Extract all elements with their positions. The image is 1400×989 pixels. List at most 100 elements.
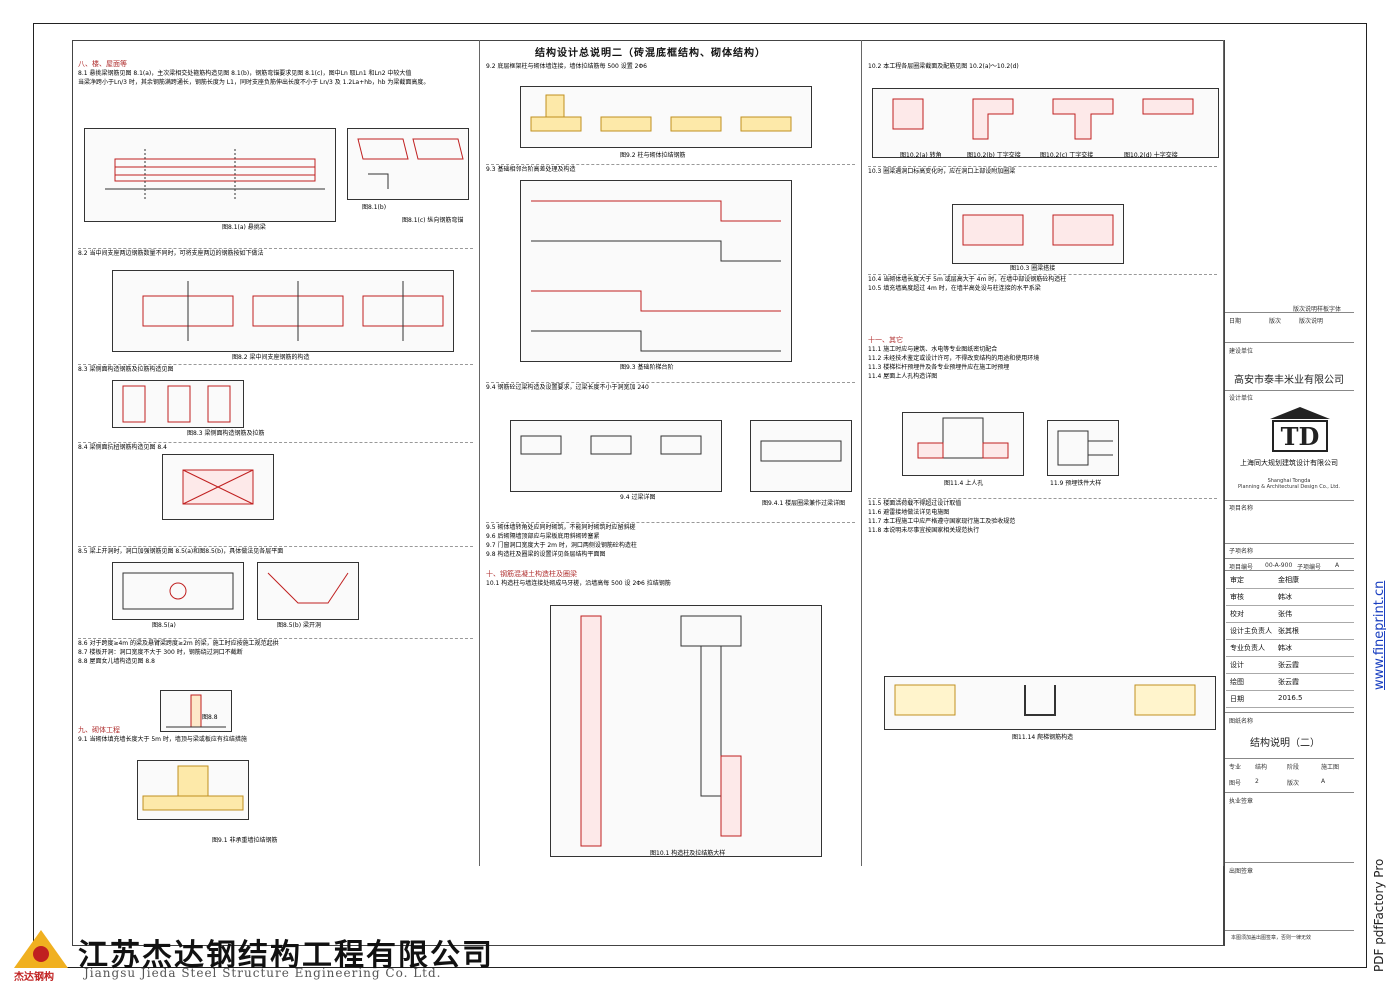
discipline: 结构 <box>1255 764 1268 771</box>
sheet-no: 2 <box>1255 778 1259 785</box>
subproject-label: 子项名称 <box>1229 548 1254 555</box>
figure-8-4 <box>162 454 274 520</box>
design-unit: 上海同大规划建筑设计有限公司 <box>1240 459 1338 467</box>
discipline-label: 专业 <box>1229 764 1242 771</box>
figure-8-1a <box>84 128 336 222</box>
clause-8-1b: 当梁净跨小于Ln/3 时，其余钢筋满跨通长，钢筋长度为 L1，同时支座负筋伸出长… <box>78 79 430 86</box>
sheet-no-label: 图号 <box>1229 780 1242 787</box>
figure-10-2 <box>872 88 1219 158</box>
design-firm-logo: TD <box>1270 407 1330 452</box>
clause-9-7: 9.7 门窗洞口宽度大于 2m 时，洞口两侧设钢筋砼构造柱 <box>486 542 637 549</box>
drawing-name: 结构说明（二） <box>1250 738 1320 749</box>
caption-10-2c: 图10.2(c) 丁字交接 <box>1040 152 1094 159</box>
section-8: 八、楼、屋面等 8.1 悬挑梁钢筋见图 8.1(a)，主次梁相交处箍筋构造见图 … <box>78 60 473 87</box>
nonbearing-wall-tie-drawing <box>142 765 244 811</box>
clause-9-5: 9.5 砌体墙转角处应同时砌筑，不能同时砌筑时应留斜槎 <box>486 524 636 531</box>
clause-9-3: 9.3 基础相邻台阶高差处理及构造 <box>486 166 576 173</box>
section-10-4to5: 10.4 当砌体墙长度大于 5m 或层高大于 4m 时，在墙中部设钢筋砼构造柱 … <box>868 274 1217 293</box>
stamp-label: 执业签章 <box>1229 798 1254 805</box>
caption-9-2: 图9.2 柱与砌体拉结钢筋 <box>620 152 686 159</box>
design-unit-en-1: Shanghai Tongda <box>1267 478 1311 484</box>
clause-8-3: 8.3 梁侧面构造钢筋及拉筋构造见图 <box>78 366 174 373</box>
drawing-sheet-border <box>33 23 1367 968</box>
signature-row: 绘图张云霞 <box>1226 674 1354 691</box>
title-block: 日期 版次 版次说明 版次说明样板字体 建设单位 设计单位 项目名称 子项名称 … <box>1224 40 1354 946</box>
clause-11-1: 11.1 施工时应与建筑、水电等专业图纸密切配合 <box>868 346 998 353</box>
fineprint-link-wrap: www.fineprint.cn <box>1372 581 1387 690</box>
clause-11-5: 11.5 楼面活荷载不得超过设计取值 <box>868 500 962 507</box>
caption-9-4: 9.4 过梁详图 <box>620 494 656 501</box>
caption-10-2a: 图10.2(a) 转角 <box>900 152 942 159</box>
caption-10-2d: 图10.2(d) 十字交接 <box>1124 152 1178 159</box>
clause-8-7: 8.7 楼板开洞：洞口宽度不大于 300 时，钢筋绕过洞口不截断 <box>78 649 243 656</box>
figure-9-1 <box>137 760 249 820</box>
company-name-en: Jiangsu Jieda Steel Structure Engineerin… <box>84 966 442 980</box>
clause-11-7: 11.7 本工程施工中应严格遵守国家现行施工及验收规范 <box>868 518 1016 525</box>
figure-8-8 <box>160 690 232 732</box>
figure-11-4 <box>902 412 1024 476</box>
pdf-watermark: PDF pdfFactory Pro <box>1372 859 1386 972</box>
clause-10-4: 10.4 当砌体墙长度大于 5m 或层高大于 4m 时，在墙中部设钢筋砼构造柱 <box>868 276 1067 283</box>
section-8-3: 8.3 梁侧面构造钢筋及拉筋构造见图 <box>78 364 473 374</box>
sheet-main-title: 结构设计总说明二（砖混底框结构、砌体结构） <box>535 48 766 59</box>
clause-11-2: 11.2 未经技术鉴定或设计许可，不得改变结构的用途和使用环境 <box>868 355 1040 362</box>
embedded-plate-drawing <box>1057 430 1113 466</box>
clause-10-3: 10.3 圈梁遇洞口标高变化时，应在洞口上部设附加圈梁 <box>868 168 1016 175</box>
company-name-cn: 江苏杰达钢结构工程有限公司 <box>78 938 494 973</box>
caption-8-2: 图8.2 梁中间支座钢筋的构造 <box>232 354 310 361</box>
caption-8-8: 图8.8 <box>202 714 218 721</box>
middle-support-drawing <box>142 281 444 341</box>
clause-9-2: 9.2 底层框架柱与砌体墙连接，墙体拉结筋每 500 设置 2Φ6 <box>486 63 647 70</box>
release-label: 出图签章 <box>1229 868 1254 875</box>
drawing-name-label: 图纸名称 <box>1229 718 1254 725</box>
clause-8-6: 8.6 对于跨度≥4m 的梁及悬臂梁跨度≥2m 的梁，施工时应按施工规范起拱 <box>78 640 279 647</box>
section-8-4: 8.4 梁侧面抗扭钢筋构造见图 8.4 <box>78 442 473 452</box>
clause-11-6: 11.6 避雷接地做法详见电施图 <box>868 509 950 516</box>
company-banner: 江苏杰达钢结构工程有限公司 Jiangsu Jieda Steel Struct… <box>8 922 498 983</box>
parapet-drawing <box>166 694 226 728</box>
figure-9-2 <box>520 86 812 148</box>
clause-8-8: 8.8 屋面女儿墙构造见图 8.8 <box>78 658 155 665</box>
clause-11-3: 11.3 楼梯栏杆预埋件及各专业预埋件应在施工时预埋 <box>868 364 1010 371</box>
section-10-2: 10.2 本工程各层圈梁截面及配筋见图 10.2(a)～10.2(d) <box>868 62 1217 71</box>
design-unit-en-2: Planning & Architectural Design Co., Ltd… <box>1238 484 1340 490</box>
ring-beam-lintel-drawing <box>760 440 842 462</box>
figure-8-5b <box>257 562 359 620</box>
figure-11-9 <box>1047 420 1119 476</box>
figure-11-14 <box>884 676 1216 730</box>
version-sample-font: 版次说明样板字体 <box>1293 306 1342 313</box>
beam-opening-a-drawing <box>122 572 234 610</box>
section-9-header: 九、砌体工程 <box>78 726 120 734</box>
section-8-2: 8.2 当中间支座两边钢筋数量不同时，可将支座两边的钢筋按如下做法 <box>78 248 473 258</box>
signature-row: 审定金相康 <box>1226 572 1354 589</box>
section-11-5to8: 11.5 楼面活荷载不得超过设计取值 11.6 避雷接地做法详见电施图 11.7… <box>868 498 1217 535</box>
roof-hatch-drawing <box>917 417 1009 459</box>
signature-row: 设计主负责人张其根 <box>1226 623 1354 640</box>
section-8-6to8: 8.6 对于跨度≥4m 的梁及悬臂梁跨度≥2m 的梁，施工时应按施工规范起拱 8… <box>78 638 473 666</box>
caption-10-1: 图10.1 构造柱及拉结筋大样 <box>650 850 726 857</box>
column-right: 10.2 本工程各层圈梁截面及配筋见图 10.2(a)～10.2(d) 图10.… <box>862 40 1224 866</box>
construction-unit-label: 建设单位 <box>1229 348 1254 355</box>
edition-label: 版次 <box>1287 780 1300 787</box>
pdf-watermark-text: PDF pdfFactory Pro <box>1372 858 1386 972</box>
caption-11-14: 图11.14 爬梯钢筋构造 <box>1012 734 1074 741</box>
clause-9-6: 9.6 后砌隔墙顶部应与梁板底用斜砌砖塞紧 <box>486 533 600 540</box>
clause-10-5: 10.5 填充墙高度超过 4m 时，在墙半高处设与柱连接的水平系梁 <box>868 285 1041 292</box>
figure-8-5a <box>112 562 244 620</box>
clause-8-5: 8.5 梁上开洞时，洞口加强钢筋见图 8.5(a)和图8.5(b)，具体做法见各… <box>78 548 284 555</box>
section-9-2: 9.2 底层框架柱与砌体墙连接，墙体拉结筋每 500 设置 2Φ6 <box>486 62 855 71</box>
caption-10-3: 图10.3 圈梁搭接 <box>1010 265 1056 272</box>
project-no-label: 项目编号 <box>1229 564 1254 571</box>
clause-9-4: 9.4 钢筋砼过梁构造及设置要求，过梁长度不小于洞宽加 240 <box>486 384 649 391</box>
ladder-bar-drawing <box>894 684 1196 716</box>
caption-11-9: 11.9 预埋铁件大样 <box>1050 480 1102 487</box>
section-9-5to8: 9.5 砌体墙转角处应同时砌筑，不能同时砌筑时应留斜槎 9.6 后砌隔墙顶部应与… <box>486 522 855 559</box>
caption-8-1a: 图8.1(a) 悬挑梁 <box>222 224 266 231</box>
subproject-no-label: 子项编号 <box>1297 564 1322 571</box>
stage-label: 阶段 <box>1287 764 1300 771</box>
signature-table: 审定金相康 审核韩冰 校对张伟 设计主负责人张其根 专业负责人韩冰 设计张云霞 … <box>1226 572 1354 708</box>
fineprint-link[interactable]: www.fineprint.cn <box>1372 580 1387 690</box>
clause-10-1: 10.1 构造柱与墙连接处砌成马牙槎，沿墙高每 500 设 2Φ6 拉结钢筋 <box>486 580 671 587</box>
signature-row: 审核韩冰 <box>1226 589 1354 606</box>
